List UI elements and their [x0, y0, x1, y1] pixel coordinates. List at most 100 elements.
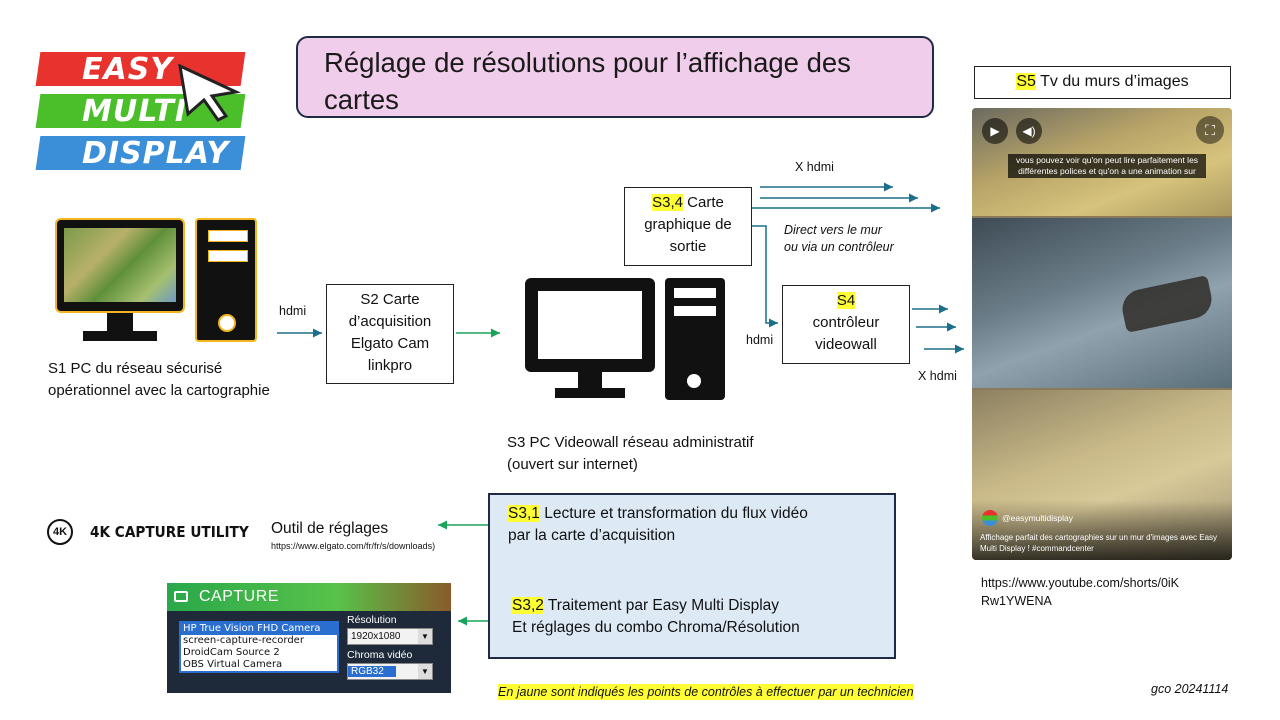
- video-description: Affichage parfait des cartographies sur …: [980, 532, 1228, 554]
- s32-text: S3,2 Traitement par Easy Multi Display E…: [512, 595, 800, 639]
- s34-line2: graphique de: [644, 216, 732, 233]
- capture-panel: CAPTURE HP True Vision FHD Camera screen…: [167, 583, 451, 693]
- s32-tag: S3,2: [512, 597, 544, 614]
- video-channel-name[interactable]: @easymultidisplay: [1002, 513, 1073, 523]
- s1-monitor-stand: [107, 313, 133, 333]
- label-hdmi-s1: hdmi: [279, 304, 307, 318]
- 4k-badge-icon: 4K: [47, 519, 73, 545]
- s3-process-box: [488, 493, 896, 659]
- chevron-down-icon: ▼: [418, 629, 432, 644]
- channel-avatar: [982, 510, 998, 526]
- s32-line1: S3,2 Traitement par Easy Multi Display: [512, 595, 800, 617]
- video-subtitle-line1: vous pouvez voir qu'on peut lire parfait…: [1015, 155, 1199, 165]
- s4-tag: S4: [836, 292, 856, 309]
- s34-line1-rest: Carte: [683, 194, 724, 211]
- s3-monitor: [525, 278, 655, 372]
- s31-line1-rest: Lecture et transformation du flux vidéo: [539, 505, 808, 522]
- s32-line1-rest: Traitement par Easy Multi Display: [543, 597, 780, 614]
- s34-tag: S3,4: [652, 194, 683, 211]
- logo-text-easy: EASY: [82, 52, 174, 87]
- capture-header-text: CAPTURE: [199, 588, 279, 605]
- youtube-url-line2: Rw1YWENA: [981, 594, 1052, 608]
- s2-line2: d’acquisition: [348, 313, 432, 330]
- device-item[interactable]: screen-capture-recorder: [183, 635, 304, 646]
- s3-tower: [665, 278, 725, 400]
- s1-caption-line1: S1 PC du réseau sécurisé: [48, 360, 223, 377]
- s32-line2: Et réglages du combo Chroma/Résolution: [512, 619, 800, 636]
- tool-url[interactable]: https://www.elgato.com/fr/fr/s/downloads…: [271, 541, 436, 551]
- s1-tower: [195, 218, 257, 342]
- tool-label: Outil de réglages: [271, 520, 389, 537]
- s31-tag: S3,1: [508, 505, 540, 522]
- youtube-url-line1: https://www.youtube.com/shorts/0iK: [981, 576, 1180, 590]
- arrow-s34-to-s4: [752, 225, 778, 328]
- s3-pc-icon: [525, 278, 730, 402]
- chroma-label: Chroma vidéo: [347, 649, 413, 661]
- device-list[interactable]: HP True Vision FHD Camera screen-capture…: [179, 621, 339, 673]
- s1-monitor-base: [83, 331, 157, 341]
- easy-multi-display-logo: EASY MULTI DISPLAY: [35, 48, 246, 174]
- camera-icon: [174, 591, 188, 602]
- s34-graphics-card-box: S3,4 Carte graphique de sortie: [624, 187, 752, 266]
- s2-line1: S2 Carte: [360, 291, 420, 308]
- s1-pc-icon: [55, 218, 265, 348]
- s5-rest: Tv du murs d’images: [1035, 73, 1189, 90]
- video-subtitle: vous pouvez voir qu'on peut lire parfait…: [1008, 154, 1206, 178]
- s4-line2: contrôleur: [812, 314, 880, 331]
- s2-line3: Elgato Cam: [350, 335, 430, 352]
- label-direct: Direct vers le mur ou via un contrôleur: [784, 222, 894, 256]
- volume-icon[interactable]: ◀): [1016, 118, 1042, 144]
- s1-caption-line2: opérationnel avec la cartographie: [48, 382, 270, 399]
- s4-videowall-controller-box: S4 contrôleur videowall: [782, 285, 910, 364]
- s2-line4: linkpro: [367, 357, 413, 374]
- s3-monitor-base: [555, 388, 625, 398]
- cursor-icon: [178, 63, 242, 122]
- 4k-capture-utility-name: 4K CAPTURE UTILITY: [90, 523, 249, 541]
- device-item-selected[interactable]: HP True Vision FHD Camera: [181, 623, 337, 635]
- video-description-line1: Affichage parfait des cartographies sur …: [980, 533, 1218, 542]
- s31-line1: S3,1 Lecture et transformation du flux v…: [508, 503, 808, 525]
- s34-line3: sortie: [669, 238, 707, 255]
- signature: gco 20241114: [1151, 682, 1229, 696]
- chroma-value: RGB32: [348, 666, 396, 677]
- s3-caption-line1: S3 PC Videowall réseau administratif: [507, 434, 754, 451]
- video-description-line2: Multi Display ! #commandcenter: [980, 544, 1094, 553]
- s1-map-screen: [64, 228, 176, 302]
- s1-caption: S1 PC du réseau sécurisé opérationnel av…: [48, 358, 270, 402]
- resolution-select[interactable]: 1920x1080 ▼: [347, 628, 433, 645]
- logo-text-display: DISPLAY: [82, 136, 230, 171]
- video-overlay-bottom: [972, 500, 1232, 560]
- label-direct-line2: ou via un contrôleur: [784, 240, 894, 254]
- s4-line1: S4: [783, 290, 909, 312]
- device-item[interactable]: OBS Virtual Camera: [183, 659, 283, 670]
- youtube-url[interactable]: https://www.youtube.com/shorts/0iK Rw1YW…: [981, 574, 1179, 610]
- device-item[interactable]: DroidCam Source 2: [183, 647, 280, 658]
- footer-note: En jaune sont indiqués les points de con…: [498, 684, 914, 700]
- resolution-label: Résolution: [347, 614, 397, 626]
- s34-line1: S3,4 Carte: [625, 192, 751, 214]
- s2-acquisition-card-box: S2 Carte d’acquisition Elgato Cam linkpr…: [326, 284, 454, 384]
- label-x-hdmi-bottom: X hdmi: [918, 369, 957, 383]
- page-title: Réglage de résolutions pour l’affichage …: [296, 36, 934, 118]
- chroma-select[interactable]: RGB32 ▼: [347, 663, 433, 680]
- label-direct-line1: Direct vers le mur: [784, 223, 882, 237]
- page-title-text: Réglage de résolutions pour l’affichage …: [324, 47, 851, 115]
- label-hdmi-s4: hdmi: [746, 333, 774, 347]
- resolution-value: 1920x1080: [351, 631, 401, 642]
- video-subtitle-line2: différentes polices et qu'on a une anima…: [1018, 166, 1196, 176]
- video-wall-screenshot: ▶ ◀) ⛶ vous pouvez voir qu'on peut lire …: [972, 108, 1232, 560]
- play-button-icon[interactable]: ▶: [982, 118, 1008, 144]
- s3-monitor-stand: [578, 372, 602, 390]
- chevron-down-icon: ▼: [418, 664, 432, 679]
- s3-caption: S3 PC Videowall réseau administratif (ou…: [507, 432, 754, 476]
- s31-line2: par la carte d’acquisition: [508, 527, 676, 544]
- s5-tag: S5: [1016, 73, 1036, 90]
- label-x-hdmi-top: X hdmi: [795, 160, 834, 174]
- s31-text: S3,1 Lecture et transformation du flux v…: [508, 503, 808, 547]
- s5-tv-wall-box: S5 Tv du murs d’images: [974, 66, 1231, 99]
- fullscreen-icon[interactable]: ⛶: [1196, 116, 1224, 144]
- s3-caption-line2: (ouvert sur internet): [507, 456, 638, 473]
- logo-text-multi: MULTI: [82, 94, 187, 129]
- s4-line3: videowall: [815, 336, 877, 353]
